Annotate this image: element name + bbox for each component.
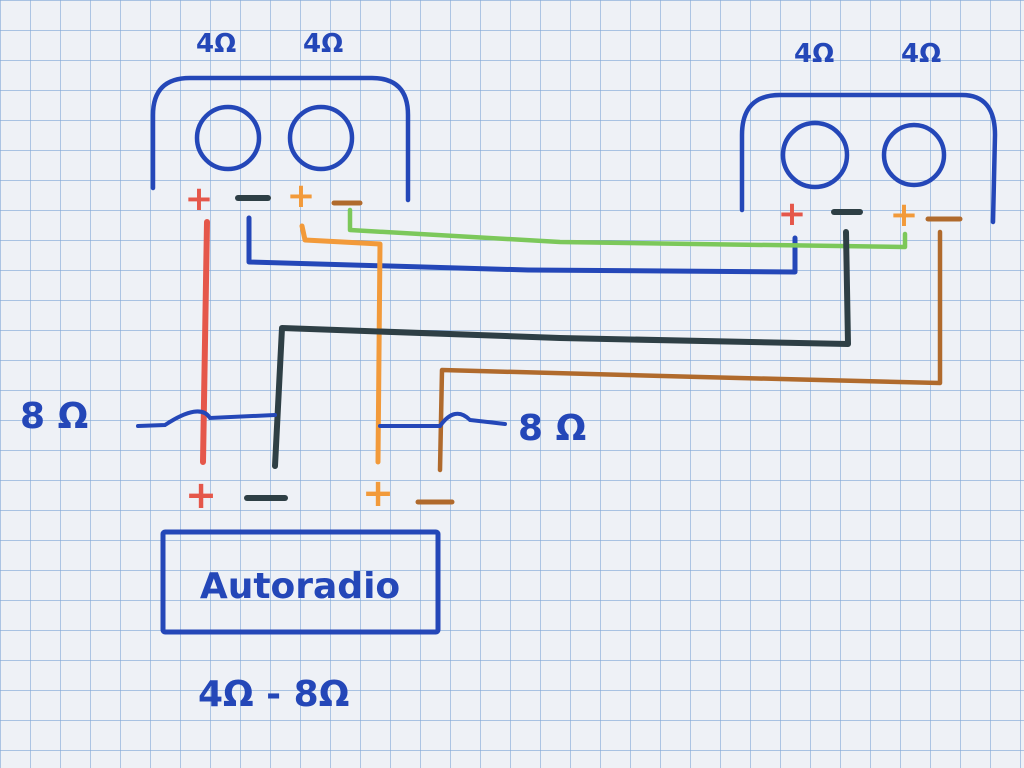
wire-blue — [246, 215, 798, 275]
left-speaker-driver-a — [194, 104, 262, 172]
right-driver-b-impedance: 4Ω — [901, 39, 941, 69]
left-pair-pointer — [136, 409, 277, 428]
left-driver-a-plus: + — [185, 179, 214, 219]
wire-green — [347, 207, 908, 250]
left-pair-impedance-label: 8 Ω — [20, 396, 88, 437]
radio-impedance-label: 4Ω - 8Ω — [198, 674, 349, 715]
wire-dark — [272, 229, 851, 469]
left-driver-b-impedance: 4Ω — [303, 29, 343, 59]
right-driver-a-impedance: 4Ω — [794, 39, 834, 69]
right-speaker-driver-a — [780, 120, 850, 190]
autoradio-label: Autoradio — [200, 566, 400, 607]
right-driver-a-plus: + — [778, 194, 807, 234]
right-pair-impedance-label: 8 Ω — [518, 408, 586, 449]
left-driver-b-plus: + — [287, 176, 316, 216]
left-speaker-driver-b — [287, 104, 355, 172]
right-driver-b-plus: + — [890, 195, 919, 235]
wire-red — [200, 219, 210, 465]
right-speaker-unit — [739, 92, 998, 225]
left-speaker-unit — [150, 75, 411, 203]
radio-plus-left: + — [185, 473, 217, 517]
left-speaker-enclosure — [150, 75, 411, 203]
wire-brown — [437, 229, 943, 473]
autoradio-box — [160, 529, 441, 635]
right-speaker-enclosure — [739, 92, 998, 225]
radio-plus-right: + — [362, 471, 394, 515]
wire-orange — [299, 223, 383, 465]
right-pair-pointer — [378, 411, 507, 428]
left-driver-a-impedance: 4Ω — [196, 29, 236, 59]
right-speaker-driver-b — [881, 122, 947, 188]
